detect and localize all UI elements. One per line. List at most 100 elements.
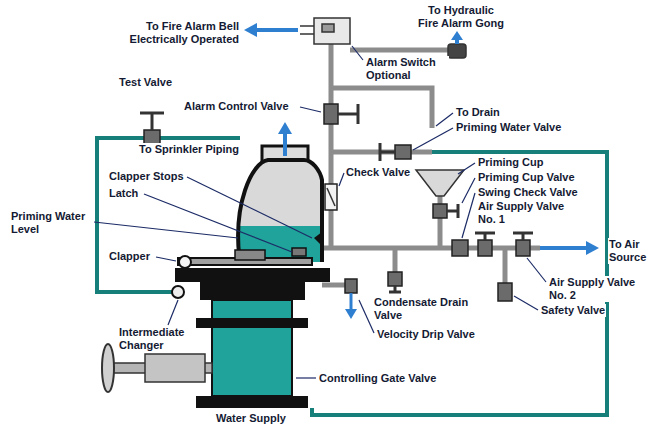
valve-handle — [380, 151, 395, 154]
switch-wire — [300, 33, 314, 35]
alarm-piping — [393, 248, 398, 272]
part-label: Priming Cup — [477, 156, 544, 169]
valve-handle — [151, 113, 154, 130]
leader-line — [514, 296, 538, 310]
alarm-piping — [331, 88, 432, 128]
leader-line — [144, 194, 292, 252]
valve-handle — [447, 210, 458, 213]
alarm-valve-body — [196, 318, 308, 328]
valve-body — [345, 279, 357, 293]
priming-cup — [416, 170, 464, 196]
alarm-piping — [411, 150, 432, 155]
part-label: Air Supply Valve No. 2 — [548, 276, 650, 302]
leader-line — [187, 177, 312, 238]
alarm-piping — [331, 150, 395, 155]
alarm-valve-body — [196, 396, 308, 408]
leader-line — [300, 107, 321, 112]
part-label: Controlling Gate Valve — [318, 372, 437, 385]
part-label: Alarm Switch Optional — [365, 56, 449, 82]
valve-body — [452, 240, 468, 256]
valve-body — [324, 104, 338, 124]
valve-body — [478, 240, 492, 256]
priming-cup — [416, 170, 464, 196]
valve-body — [325, 184, 337, 210]
part-label: Safety Valve — [540, 304, 606, 317]
alarm-valve-body — [175, 268, 330, 282]
leader-line — [168, 300, 178, 325]
part-label: Intermediate Changer — [118, 326, 192, 352]
part-label: Swing Check Valve — [477, 186, 579, 199]
part-label: To Drain — [455, 106, 501, 119]
valve-handle — [475, 232, 495, 235]
part-label: To Sprinkler Piping — [138, 143, 240, 156]
alarm-valve-body — [172, 286, 184, 298]
flow-arrow — [278, 122, 292, 134]
flow-arrow — [283, 132, 287, 156]
flow-arrow — [244, 23, 257, 37]
part-label: Test Valve — [118, 76, 173, 89]
part-label: Condensate Drain Valve — [373, 296, 475, 322]
valve-body — [388, 272, 402, 286]
alarm-valve-body — [200, 282, 305, 300]
alarm-valve-body — [212, 300, 292, 396]
leader-line — [359, 300, 374, 333]
alarm-device — [314, 18, 350, 44]
valve-handle — [140, 112, 164, 115]
flow-arrow — [244, 23, 599, 319]
valve-handle — [338, 113, 358, 116]
leader-line — [458, 163, 475, 174]
valve-body — [498, 283, 512, 301]
part-label: Clapper Stops — [108, 170, 185, 183]
leader-line — [339, 173, 344, 186]
alarm-piping — [322, 283, 345, 288]
alarm-piping — [329, 44, 334, 250]
part-label: Velocity Drip Valve — [376, 328, 476, 341]
gate-valve — [102, 344, 114, 392]
flow-arrow — [586, 241, 599, 255]
part-label: Latch — [108, 187, 139, 200]
leader-line — [413, 128, 453, 150]
alarm-valve-body — [235, 250, 265, 260]
alarm-piping — [503, 248, 508, 283]
flow-arrow — [345, 309, 357, 319]
valve-body — [144, 130, 160, 144]
alarm-valve-body — [314, 232, 322, 246]
valve-handle — [389, 291, 401, 294]
leader-line — [156, 257, 176, 261]
part-label: Air Supply Valve No. 1 — [477, 200, 579, 226]
part-label: Priming Water Level — [10, 210, 94, 236]
alarm-device — [322, 24, 334, 32]
valve-handle — [379, 143, 382, 161]
valve-body — [433, 204, 447, 218]
leader-line — [352, 46, 363, 60]
part-label: Clapper — [108, 250, 151, 263]
flow-arrow — [256, 28, 298, 32]
leader-line — [527, 258, 546, 282]
valve-handle — [513, 232, 533, 235]
valve-body — [516, 240, 530, 256]
alarm-valve-body — [179, 256, 191, 268]
alarm-piping — [350, 48, 448, 53]
switch-wire — [300, 25, 314, 27]
leader-line — [462, 193, 475, 238]
switch-wire — [300, 26, 314, 34]
valve-handle — [327, 188, 335, 206]
leader-line — [296, 377, 316, 378]
flow-arrow — [451, 31, 463, 40]
gate-valve — [145, 354, 205, 382]
leader-line — [94, 222, 238, 238]
alarm-device — [448, 44, 466, 58]
water-frame-pipe — [97, 138, 607, 415]
part-label: To Air Source — [608, 238, 650, 264]
part-label: To Fire Alarm Bell Electrically Operated — [100, 20, 240, 46]
valve-handle — [457, 204, 460, 218]
part-label: To Hydraulic Fire Alarm Gong — [416, 4, 506, 30]
part-label: Water Supply — [215, 412, 287, 425]
valve-body — [395, 145, 411, 159]
part-label: Alarm Control Valve — [183, 100, 290, 113]
leader-line — [436, 113, 453, 126]
flow-arrow — [350, 293, 353, 310]
flow-arrow — [540, 246, 588, 250]
valve-handle — [357, 104, 360, 124]
part-label: Priming Water Valve — [455, 121, 562, 134]
